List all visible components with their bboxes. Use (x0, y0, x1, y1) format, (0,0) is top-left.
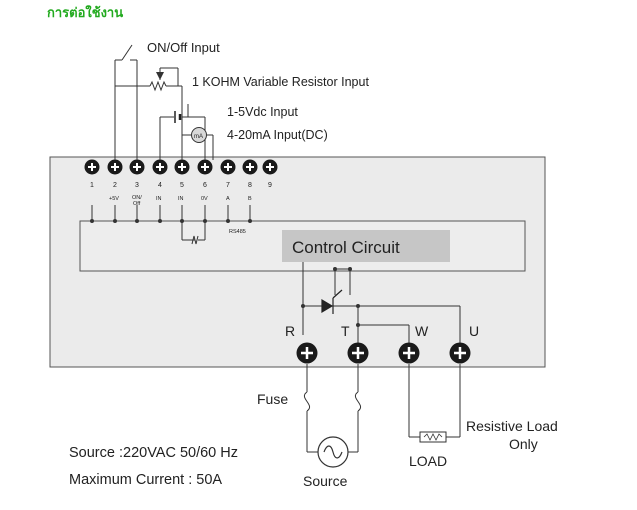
resistor-input-label: 1 KOHM Variable Resistor Input (192, 75, 369, 89)
terminal-label-onoff-2: Off (133, 201, 141, 207)
terminal-2[interactable] (107, 159, 123, 175)
power-terminal-r[interactable] (296, 342, 318, 364)
terminal-label-in-2: IN (178, 196, 184, 202)
power-terminal-t[interactable] (347, 342, 369, 364)
spec-current: Maximum Current : 50A (69, 472, 222, 488)
terminal-t-label: T (341, 323, 350, 339)
source-label: Source (303, 473, 348, 489)
terminal-r-label: R (285, 323, 295, 339)
ac-source-symbol (317, 436, 349, 468)
terminal-label-5v: +5V (109, 196, 119, 202)
terminal-number-8: 8 (248, 182, 252, 189)
rs485-label: RS485 (229, 229, 246, 235)
vdc-input-label: 1-5Vdc Input (227, 105, 298, 119)
ma-input-label: 4-20mA Input(DC) (227, 128, 328, 142)
input-wiring (114, 44, 214, 160)
terminal-1[interactable] (84, 159, 100, 175)
terminal-number-2: 2 (113, 182, 117, 189)
triac-symbol (321, 289, 343, 314)
terminal-label-b: B (248, 196, 252, 202)
resistive-load-label-1: Resistive Load (466, 418, 558, 434)
terminal-number-6: 6 (203, 182, 207, 189)
terminal-number-1: 1 (90, 182, 94, 189)
terminal-label-in-1: IN (156, 196, 162, 202)
resistive-load-label-2: Only (509, 436, 538, 452)
load-label: LOAD (409, 453, 447, 469)
terminal-number-4: 4 (158, 182, 162, 189)
terminal-6[interactable] (197, 159, 213, 175)
terminal-w-label: W (415, 323, 429, 339)
terminal-7[interactable] (220, 159, 236, 175)
terminal-label-a: A (226, 196, 230, 202)
terminal-number-7: 7 (226, 182, 230, 189)
spec-source: Source :220VAC 50/60 Hz (69, 445, 238, 461)
junction-dots (90, 219, 360, 327)
battery-symbol (174, 111, 182, 123)
load-resistor-symbol (419, 431, 447, 443)
terminal-number-9: 9 (268, 182, 272, 189)
terminal-u-label: U (469, 323, 479, 339)
meter-symbol-label: mA (194, 134, 203, 140)
terminal-9[interactable] (262, 159, 278, 175)
power-terminal-u[interactable] (449, 342, 471, 364)
terminal-5[interactable] (174, 159, 190, 175)
terminal-8[interactable] (242, 159, 258, 175)
fuse-label: Fuse (257, 391, 288, 407)
onoff-input-label: ON/Off Input (147, 40, 220, 55)
terminal-number-5: 5 (180, 182, 184, 189)
terminal-3[interactable] (129, 159, 145, 175)
page-heading: การต่อใช้งาน (47, 6, 124, 21)
milliammeter: mA (191, 127, 207, 143)
potentiometer-wiper (156, 72, 164, 80)
control-circuit-box (282, 230, 450, 262)
power-terminals (296, 342, 471, 364)
terminal-number-3: 3 (135, 182, 139, 189)
terminal-wires (91, 205, 461, 345)
power-terminal-w[interactable] (398, 342, 420, 364)
control-circuit-label: Control Circuit (292, 238, 400, 257)
terminal-label-onoff-1: ON/ (132, 195, 142, 201)
terminal-4[interactable] (152, 159, 168, 175)
terminal-label-0v: 0V (201, 196, 208, 202)
signal-terminals (84, 159, 278, 175)
power-wiring (303, 364, 461, 453)
